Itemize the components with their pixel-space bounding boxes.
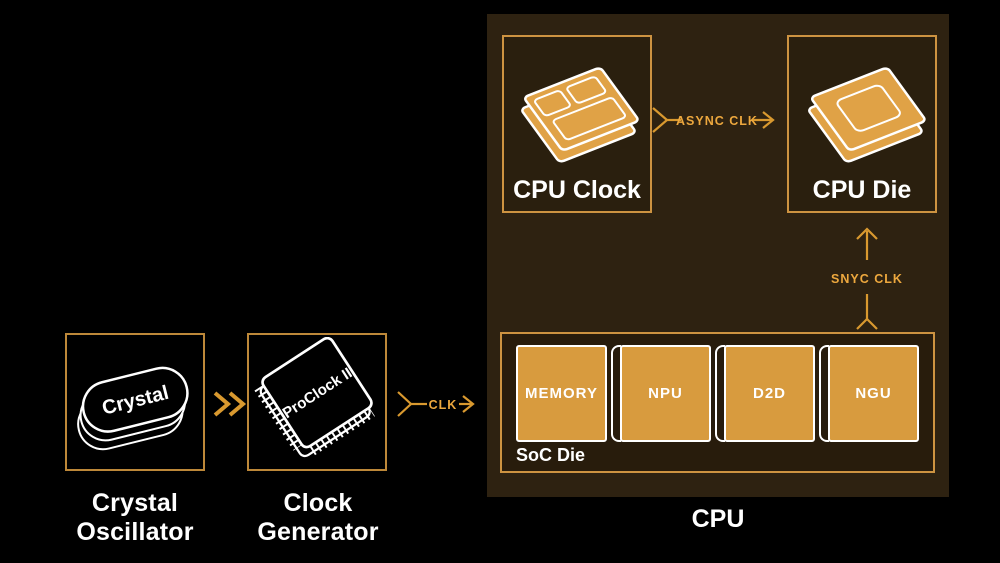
clock-generator-caption: Clock Generator [198, 489, 438, 547]
clockgen-caption-line1: Clock [283, 489, 353, 517]
sync-clk-arrow: SNYC CLK [831, 227, 903, 330]
soc-block-d2d-label: D2D [752, 385, 786, 402]
die-connector-bracket [715, 345, 725, 442]
soc-block-d2d: D2D [715, 345, 815, 442]
clk-arrow: CLK [397, 391, 475, 417]
die-connector-bracket [611, 345, 621, 442]
cpu-clock-die-icon [504, 41, 650, 181]
cpu-die-box: CPU Die [787, 35, 937, 213]
crystal-caption-line2: Oscillator [76, 518, 194, 546]
async-clk-label: ASYNC CLK [676, 114, 758, 128]
soc-block-npu-label: NPU [648, 385, 683, 402]
soc-blocks-row: MEMORY NPU D2D NGU [516, 345, 919, 442]
cpu-die-label: CPU Die [812, 176, 912, 204]
cpu-clock-box: CPU Clock [502, 35, 652, 213]
die-connector-bracket [819, 345, 829, 442]
cpu-caption: CPU [691, 505, 745, 533]
soc-block-memory-label: MEMORY [525, 385, 598, 402]
clock-generator-chip-icon: ProClock II [254, 337, 375, 458]
soc-block-ngu: NGU [819, 345, 919, 442]
clk-arrow-label: CLK [429, 398, 458, 412]
cpu-panel: CPU Clock ASYNC CLK C [487, 14, 949, 497]
clock-generator-box: ProClock II [247, 333, 387, 471]
async-clk-arrow: ASYNC CLK [652, 107, 775, 133]
soc-block-memory: MEMORY [516, 345, 607, 442]
crystal-oscillator-box: Crystal [65, 333, 205, 471]
sync-clk-label: SNYC CLK [831, 272, 903, 286]
soc-die-label: SoC Die [516, 445, 586, 465]
crystal-oscillator-caption: Crystal Oscillator [15, 489, 255, 547]
soc-die-box: MEMORY NPU D2D NGU SoC Die [500, 332, 935, 473]
soc-block-npu: NPU [611, 345, 711, 442]
crystal-icon: Crystal [77, 366, 189, 451]
clockgen-caption-line2: Generator [257, 518, 379, 546]
cpu-clock-label: CPU Clock [513, 176, 641, 204]
double-chevron-icon [213, 391, 247, 417]
cpu-die-icon [789, 41, 935, 181]
soc-block-ngu-label: NGU [855, 385, 892, 402]
crystal-caption-line1: Crystal [91, 489, 179, 517]
